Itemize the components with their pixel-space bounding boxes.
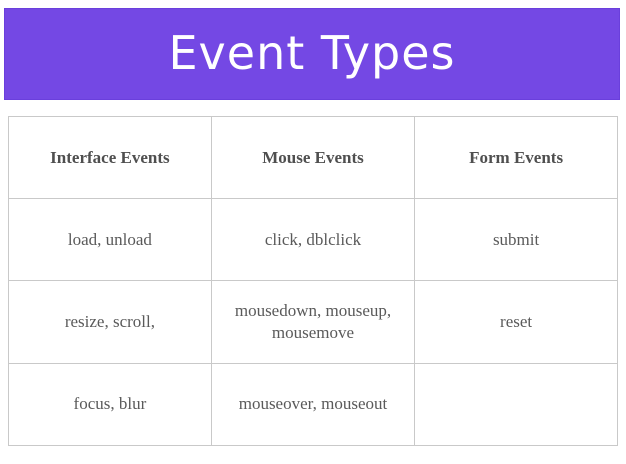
table-row: load, unload click, dblclick submit — [8, 197, 618, 282]
table-cell: load, unload — [8, 197, 212, 282]
table-cell-empty — [414, 362, 618, 447]
header-interface-events: Interface Events — [8, 116, 212, 199]
table-row: focus, blur mouseover, mouseout — [8, 362, 618, 447]
table-cell: focus, blur — [8, 362, 212, 447]
table-cell: mousedown, mouseup, mousemove — [210, 280, 416, 364]
table-cell: reset — [414, 280, 618, 364]
header-row: Interface Events Mouse Events Form Event… — [8, 116, 618, 199]
table-row: resize, scroll, mousedown, mouseup, mous… — [8, 280, 618, 364]
table-cell: click, dblclick — [210, 197, 416, 282]
header-form-events: Form Events — [414, 116, 618, 199]
slide-title: Event Types — [168, 26, 456, 80]
table-cell: submit — [414, 197, 618, 282]
event-types-table: Interface Events Mouse Events Form Event… — [8, 116, 618, 447]
title-banner: Event Types — [4, 8, 620, 100]
table-cell: resize, scroll, — [8, 280, 212, 364]
table-cell: mouseover, mouseout — [210, 362, 416, 447]
header-mouse-events: Mouse Events — [210, 116, 416, 199]
